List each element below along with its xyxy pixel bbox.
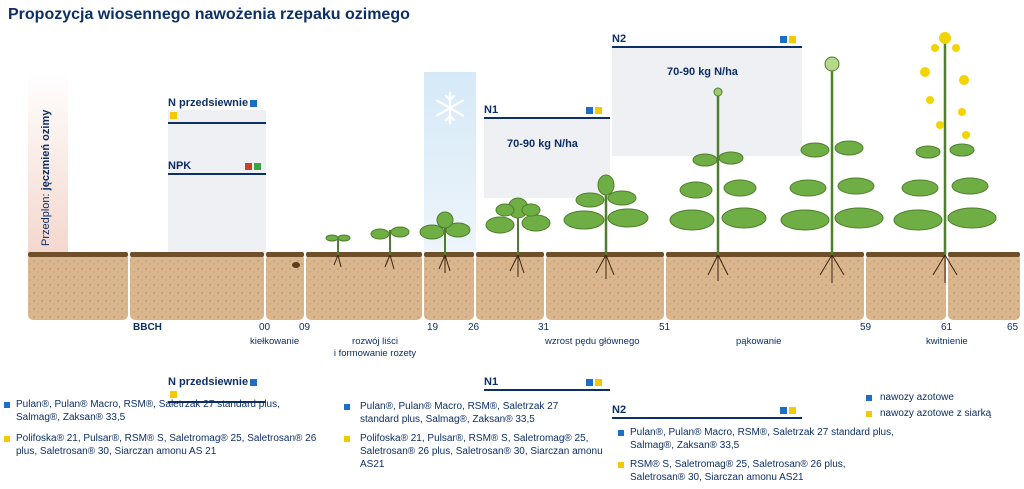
bbch-code: 59 xyxy=(860,322,872,333)
legend-n1-header: N1 xyxy=(484,376,610,391)
bbch-label: BBCH xyxy=(133,322,162,333)
budding-plant-icon xyxy=(669,87,767,255)
phase-stem-growth: wzrost pędu głównego xyxy=(545,336,640,347)
n1-label: N1 xyxy=(484,104,499,116)
budding-plant-icon xyxy=(780,56,884,255)
blue-square-icon xyxy=(780,35,788,43)
npk-label: NPK xyxy=(168,160,192,172)
young-plant-icon xyxy=(370,226,410,255)
yellow-bullet-icon xyxy=(4,436,10,442)
n1-stage: N1 xyxy=(484,104,610,119)
page-title: Propozycja wiosennego nawożenia rzepaku … xyxy=(8,6,410,23)
previous-crop-panel xyxy=(28,70,68,255)
stem-plant-icon xyxy=(563,174,649,255)
bbch-code: 51 xyxy=(659,322,671,333)
bbch-code: 19 xyxy=(427,322,439,333)
n1-panel xyxy=(484,118,610,198)
green-square-icon xyxy=(254,162,262,170)
yellow-square-icon xyxy=(595,106,603,114)
key-nitrogen: nawozy azotowe xyxy=(880,392,954,403)
yellow-bullet-icon xyxy=(344,436,350,442)
yellow-square-icon xyxy=(595,378,603,386)
npk-stage: NPK xyxy=(168,160,266,175)
yellow-bullet-icon xyxy=(618,462,624,468)
flower-icon xyxy=(920,32,970,139)
phase-flowering: kwitnienie xyxy=(926,336,968,347)
key-nitrogen-sulfur: nawozy azotowe z siarką xyxy=(880,408,992,419)
blue-square-icon xyxy=(586,378,594,386)
blue-square-icon xyxy=(780,406,788,414)
n-pre-stage: N przedsiewnie xyxy=(168,97,266,124)
n-pre-panel xyxy=(168,110,266,255)
legend-n2-blue: Pulan®, Pulan® Macro, RSM®, Saletrzak 27… xyxy=(630,427,894,451)
legend-n-pre-yellow: Polifoska® 21, Pulsar®, RSM® S, Saletrom… xyxy=(16,433,317,457)
phase-leaf-development: rozwój liści i formowanie rozety xyxy=(333,336,417,359)
legend-n-pre-header: N przedsiewnie xyxy=(168,376,266,403)
n-pre-label: N przedsiewnie xyxy=(168,97,249,109)
legend-n1-yellow: Polifoska® 21, Pulsar®, RSM® S, Saletrom… xyxy=(360,433,603,470)
soil-strip xyxy=(28,252,1020,320)
bbch-code: 26 xyxy=(468,322,480,333)
n2-panel xyxy=(612,46,802,156)
bbch-code: 00 xyxy=(259,322,271,333)
snowflake-icon xyxy=(435,91,465,125)
n2-rate: 70-90 kg N/ha xyxy=(667,66,738,78)
yellow-square-icon xyxy=(789,35,797,43)
roots-icon xyxy=(333,254,958,283)
blue-bullet-icon xyxy=(4,402,10,408)
blue-bullet-icon xyxy=(344,404,350,410)
blue-square-icon xyxy=(586,106,594,114)
seed-icon xyxy=(292,262,300,268)
rosette-plant-icon xyxy=(485,197,551,255)
seedling-icon xyxy=(325,234,351,255)
legend-n2-yellow: RSM® S, Saletromag® 25, Saletrosan® 26 p… xyxy=(630,459,846,483)
yellow-square-icon xyxy=(170,111,177,119)
blue-square-icon xyxy=(250,378,258,386)
legend-n2-header: N2 xyxy=(612,404,802,419)
n2-label: N2 xyxy=(612,33,627,45)
legend-n1-blue: Pulan®, Pulan® Macro, RSM®, Saletrzak 27… xyxy=(360,401,559,425)
plant-growth-illustration xyxy=(292,32,997,283)
flowering-plant-icon xyxy=(893,40,997,255)
n2-stage: N2 xyxy=(612,33,802,48)
bbch-code: 31 xyxy=(538,322,550,333)
phase-budding: pąkowanie xyxy=(736,336,782,347)
rosette-plant-icon xyxy=(419,211,471,255)
phase-germination: kiełkowanie xyxy=(250,336,300,347)
yellow-key-icon xyxy=(866,411,872,417)
bbch-code: 65 xyxy=(1007,322,1019,333)
yellow-square-icon xyxy=(170,390,177,398)
legend-n-pre-title: N przedsiewnie xyxy=(168,376,249,388)
red-square-icon xyxy=(245,162,253,170)
bbch-code: 09 xyxy=(299,322,311,333)
yellow-square-icon xyxy=(789,406,797,414)
legend-n2-title: N2 xyxy=(612,404,627,416)
blue-key-icon xyxy=(866,395,872,401)
bbch-code: 61 xyxy=(941,322,953,333)
blue-bullet-icon xyxy=(618,430,624,436)
legend-n1-title: N1 xyxy=(484,376,499,388)
blue-square-icon xyxy=(250,99,258,107)
n1-rate: 70-90 kg N/ha xyxy=(507,138,578,150)
legend-n-pre-blue: Pulan®, Pulan® Macro, RSM®, Saletrzak 27… xyxy=(16,399,280,423)
